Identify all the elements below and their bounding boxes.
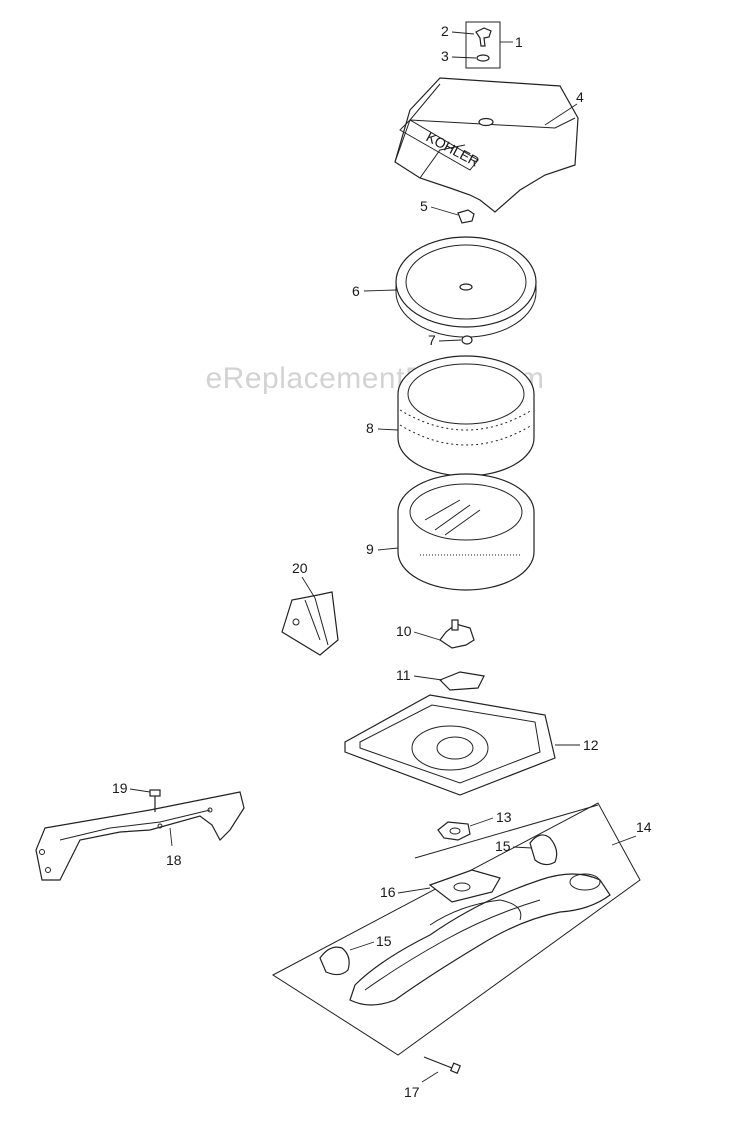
part-intake-gasket[interactable] (428, 869, 501, 903)
callout-8: 8 (366, 420, 399, 436)
svg-text:15: 15 (376, 933, 392, 949)
svg-text:10: 10 (396, 623, 412, 639)
part-gasket[interactable] (437, 821, 471, 841)
part-shield[interactable] (281, 591, 339, 656)
part-retainer-plate[interactable] (438, 671, 485, 691)
callout-15-upper: 15 (495, 838, 533, 854)
svg-text:13: 13 (496, 809, 512, 825)
svg-text:8: 8 (366, 420, 374, 436)
callout-5: 5 (420, 198, 459, 216)
part-knob-assembly[interactable] (465, 21, 501, 69)
svg-text:4: 4 (576, 89, 584, 105)
svg-text:11: 11 (396, 667, 411, 683)
svg-text:18: 18 (166, 852, 182, 868)
part-grommet[interactable] (457, 209, 475, 224)
callout-12: 12 (555, 737, 599, 753)
svg-text:6: 6 (352, 283, 360, 299)
callout-13: 13 (469, 809, 512, 827)
callout-1: 1 (500, 34, 523, 50)
svg-text:14: 14 (636, 819, 652, 835)
part-base-plate[interactable] (344, 694, 556, 796)
part-seal-upper[interactable] (529, 834, 558, 866)
svg-text:1: 1 (515, 34, 523, 50)
callout-4: 4 (544, 89, 584, 126)
callout-20: 20 (292, 560, 316, 599)
callout-17: 17 (404, 1071, 439, 1100)
part-nut[interactable] (461, 335, 473, 345)
callout-16: 16 (380, 884, 431, 900)
callout-14: 14 (611, 819, 652, 846)
svg-text:7: 7 (428, 332, 436, 348)
svg-text:9: 9 (366, 541, 374, 557)
callout-3: 3 (441, 48, 477, 64)
part-element-cover[interactable] (395, 236, 537, 338)
part-bracket[interactable] (439, 619, 475, 649)
part-support-bracket[interactable] (35, 791, 245, 881)
callout-2: 2 (441, 23, 475, 39)
svg-text:12: 12 (583, 737, 599, 753)
callout-10: 10 (396, 623, 441, 641)
svg-text:3: 3 (441, 48, 449, 64)
callout-11: 11 (396, 667, 443, 683)
svg-text:16: 16 (380, 884, 396, 900)
part-precleaner-foam[interactable] (397, 355, 535, 477)
svg-text:2: 2 (441, 23, 449, 39)
callout-6: 6 (352, 283, 397, 299)
svg-text:17: 17 (404, 1084, 420, 1100)
part-air-filter-element[interactable] (397, 473, 535, 591)
callout-19: 19 (112, 780, 151, 796)
callout-18: 18 (166, 827, 182, 868)
part-bolt-long[interactable] (423, 1056, 461, 1074)
part-intake-elbow-assembly[interactable] (272, 802, 641, 1056)
part-seal-lower[interactable] (319, 946, 350, 976)
callout-9: 9 (366, 541, 399, 557)
svg-text:20: 20 (292, 560, 308, 576)
svg-text:15: 15 (495, 838, 511, 854)
svg-text:5: 5 (420, 198, 428, 214)
part-air-cleaner-cover[interactable]: KOHLER (394, 77, 579, 213)
part-screw[interactable] (149, 789, 161, 812)
svg-text:19: 19 (112, 780, 128, 796)
callout-7: 7 (428, 332, 462, 348)
callout-15-lower: 15 (349, 933, 392, 951)
